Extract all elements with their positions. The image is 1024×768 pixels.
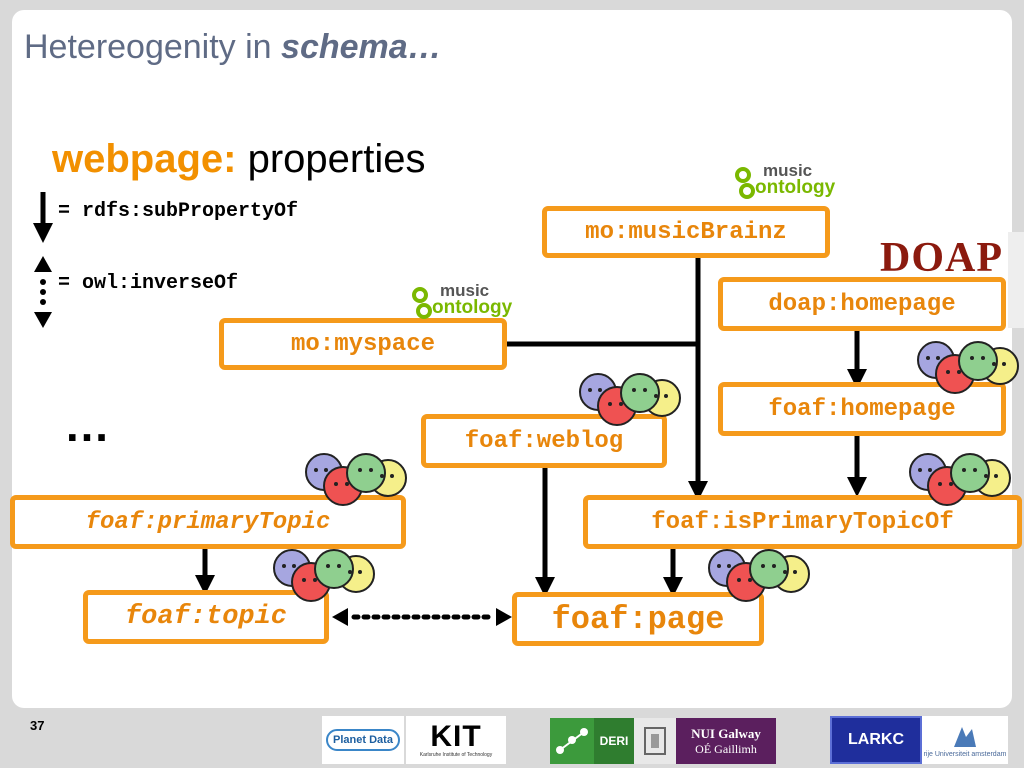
page-number: 37 (30, 718, 45, 733)
vu-amsterdam-logo: rije Universiteit amsterdam (922, 716, 1008, 764)
music-ontology-icon (412, 287, 432, 319)
heading-rest: properties (236, 137, 426, 181)
legend-subproperty: = rdfs:subPropertyOf (58, 200, 299, 223)
network-icon (556, 728, 588, 754)
node-foaf-primarytopic: foaf:primaryTopic (10, 495, 406, 549)
side-strip (1008, 232, 1024, 328)
crest-icon (644, 727, 666, 755)
vu-logo-text: rije Universiteit amsterdam (923, 750, 1007, 758)
title-emphasis: schema… (281, 28, 442, 66)
inverse-topic-page (332, 608, 512, 626)
node-foaf-weblog: foaf:weblog (421, 414, 667, 468)
ontology-logo-text: ontology (432, 297, 513, 318)
node-foaf-topic: foaf:topic (83, 590, 329, 644)
node-mo-myspace: mo:myspace (219, 318, 507, 370)
nui-galway-logo: NUI Galway OÉ Gaillimh (676, 718, 776, 764)
griffin-icon (954, 726, 976, 747)
kit-logo-subtitle: Karlsruhe Institute of Technology (419, 752, 493, 758)
kit-logo-text: KIT (430, 720, 482, 753)
nui-logo-line2: OÉ Gaillimh (695, 741, 757, 756)
nui-logo-line1: NUI Galway (691, 725, 761, 741)
music-ontology-logo: music ontology (733, 162, 845, 204)
node-foaf-page: foaf:page (512, 592, 764, 646)
deri-logo-text: DERI (594, 718, 634, 764)
foaf-faces-icon (909, 453, 1011, 506)
foaf-faces-icon (273, 549, 375, 602)
ontology-logo-text: ontology (755, 177, 836, 198)
slide-title: Hetereogenity in schema… (24, 28, 442, 67)
heading-keyword: webpage: (52, 137, 237, 181)
planetdata-logo: Planet Data (322, 716, 404, 764)
deri-icon (550, 718, 594, 764)
legend-inverse-arrow (34, 256, 52, 328)
node-foaf-isprimarytopicof: foaf:isPrimaryTopicOf (583, 495, 1022, 549)
doap-logo: DOAP (880, 235, 1003, 281)
music-ontology-logo-2: music ontology (410, 282, 522, 324)
music-logo-text: music (763, 161, 813, 180)
music-ontology-icon (735, 167, 755, 199)
nui-crest-icon (634, 718, 676, 764)
kit-logo: KIT Karlsruhe Institute of Technology (406, 716, 506, 764)
planetdata-logo-text: Planet Data (326, 729, 400, 751)
larkc-logo: LARKC (830, 716, 922, 764)
legend-inverse: = owl:inverseOf (58, 272, 239, 295)
title-prefix: Hetereogenity in (24, 28, 282, 66)
foaf-faces-icon (579, 373, 681, 426)
ellipsis: … (64, 399, 110, 451)
node-doap-homepage: doap:homepage (718, 277, 1006, 331)
node-mo-musicbrainz: mo:musicBrainz (542, 206, 830, 258)
foaf-faces-icon (917, 341, 1019, 394)
node-foaf-homepage: foaf:homepage (718, 382, 1006, 436)
foaf-faces-icon (708, 549, 810, 602)
section-heading: webpage: properties (52, 137, 425, 182)
foaf-faces-icon (305, 453, 407, 506)
music-logo-text: music (440, 281, 490, 300)
